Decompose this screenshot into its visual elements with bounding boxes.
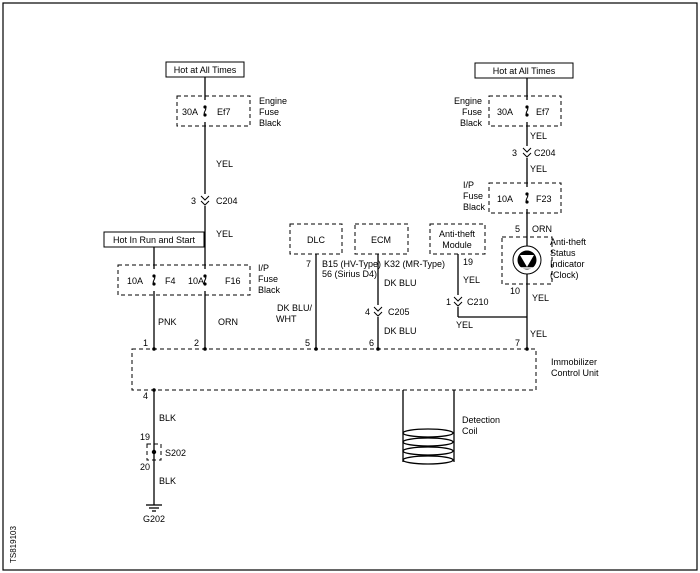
- fuse-f4-id: F4: [165, 276, 176, 286]
- detection-coil: [402, 428, 454, 465]
- fuse-f4-rating: 10A: [127, 276, 143, 286]
- ip-fuse-block-right: [488, 182, 562, 214]
- wire-color-yel: YEL: [532, 293, 549, 303]
- c204-right-pin: 3: [512, 148, 517, 158]
- icu-pin-2: 2: [194, 338, 199, 348]
- s202-pin-out: 20: [140, 462, 150, 472]
- indicator-line3: Indicator: [550, 259, 585, 269]
- wire-color-yel: YEL: [456, 320, 473, 330]
- c210-pin: 1: [446, 297, 451, 307]
- ecm-pin: K32 (MR-Type): [384, 259, 445, 269]
- fuse-f23-rating: 10A: [497, 194, 513, 204]
- fuse-ef7-left-id: Ef7: [217, 107, 231, 117]
- c204-left-pin: 3: [191, 196, 196, 206]
- wire-color-orn: ORN: [218, 317, 238, 327]
- connector-c204-left: [200, 195, 210, 206]
- wire-color-dk-blu: DK BLU: [384, 278, 417, 288]
- power-source-run-start-label: Hot In Run and Start: [113, 235, 196, 245]
- icu-pin-5: 5: [305, 338, 310, 348]
- ip-fuse-right-line3: Black: [463, 202, 486, 212]
- ip-fuse-block-left: [117, 264, 251, 296]
- c204-left-id: C204: [216, 196, 238, 206]
- wire-color-yel: YEL: [530, 164, 547, 174]
- coil-line2: Coil: [462, 426, 478, 436]
- ecm-label: ECM: [371, 235, 391, 245]
- power-source-right: [474, 62, 574, 79]
- engine-fuse-right-line3: Black: [460, 118, 483, 128]
- fuse-f23-id: F23: [536, 194, 552, 204]
- wire-color-dk-blu-wht-2: WHT: [276, 314, 297, 324]
- wire-color-dk-blu: DK BLU: [384, 326, 417, 336]
- engine-fuse-right-line1: Engine: [454, 96, 482, 106]
- dlc-label: DLC: [307, 235, 326, 245]
- indicator-pin-in: 5: [515, 224, 520, 234]
- antitheft-indicator-component: [501, 236, 553, 285]
- antitheft-module-line1: Anti-theft: [439, 229, 476, 239]
- ip-fuse-left-line2: Fuse: [258, 274, 278, 284]
- wire-color-dk-blu-wht: DK BLU/: [277, 303, 313, 313]
- ip-fuse-left-line3: Black: [258, 285, 281, 295]
- fuse-ef7-right-rating: 30A: [497, 107, 513, 117]
- ecm-component: [354, 223, 409, 255]
- module-pin: 19: [463, 257, 473, 267]
- wire-color-blk: BLK: [159, 413, 176, 423]
- c205-pin: 4: [365, 307, 370, 317]
- c210-id: C210: [467, 297, 489, 307]
- power-source-left-label: Hot at All Times: [174, 65, 237, 75]
- figure-code: TS819103: [9, 526, 18, 563]
- connector-c204-right: [522, 147, 532, 158]
- wire-color-orn: ORN: [532, 224, 552, 234]
- engine-fuse-left-line1: Engine: [259, 96, 287, 106]
- icu-pin-1: 1: [143, 338, 148, 348]
- coil-line1: Detection: [462, 415, 500, 425]
- wire-color-yel: YEL: [530, 329, 547, 339]
- connector-c205: [373, 306, 383, 317]
- engine-fuse-left-line3: Black: [259, 118, 282, 128]
- fuse-f16-rating: 10A: [188, 276, 204, 286]
- engine-fuse-block-left: [176, 95, 251, 127]
- icu-line1: Immobilizer: [551, 357, 597, 367]
- indicator-line2: Status: [550, 248, 576, 258]
- indicator-line1: Anti-theft: [550, 237, 587, 247]
- indicator-pin-out: 10: [510, 286, 520, 296]
- wire-color-yel: YEL: [216, 159, 233, 169]
- dlc-pin-56: 56 (Sirius D4): [322, 269, 377, 279]
- engine-fuse-block-right: [488, 95, 562, 127]
- engine-fuse-left-line2: Fuse: [259, 107, 279, 117]
- dlc-pin: 7: [306, 259, 311, 269]
- splice-label: S202: [165, 448, 186, 458]
- ip-fuse-left-line1: I/P: [258, 263, 269, 273]
- wire-color-yel: YEL: [530, 131, 547, 141]
- wire-color-pnk: PNK: [158, 317, 177, 327]
- antitheft-module-line2: Module: [442, 240, 472, 250]
- engine-fuse-right-line2: Fuse: [462, 107, 482, 117]
- immobilizer-control-unit: [131, 348, 537, 391]
- icu-line2: Control Unit: [551, 368, 599, 378]
- icu-pin-4: 4: [143, 391, 148, 401]
- connector-c210: [453, 296, 463, 307]
- ip-fuse-right-line1: I/P: [463, 180, 474, 190]
- s202-pin-in: 19: [140, 432, 150, 442]
- icu-pin-7: 7: [515, 338, 520, 348]
- ip-fuse-right-line2: Fuse: [463, 191, 483, 201]
- c204-right-id: C204: [534, 148, 556, 158]
- wire-color-blk: BLK: [159, 476, 176, 486]
- splice-s202: [146, 443, 162, 461]
- icu-pin-6: 6: [369, 338, 374, 348]
- fuse-ef7-right-id: Ef7: [536, 107, 550, 117]
- ground-label: G202: [143, 514, 165, 524]
- c205-id: C205: [388, 307, 410, 317]
- wire-color-yel: YEL: [463, 275, 480, 285]
- ground-icon: [146, 504, 162, 512]
- dlc-pin-b15: B15 (HV-Type): [322, 259, 381, 269]
- power-source-right-label: Hot at All Times: [493, 66, 556, 76]
- fuse-ef7-left-rating: 30A: [182, 107, 198, 117]
- indicator-line4: (Clock): [550, 270, 579, 280]
- wire-color-yel: YEL: [216, 229, 233, 239]
- fuse-f16-id: F16: [225, 276, 241, 286]
